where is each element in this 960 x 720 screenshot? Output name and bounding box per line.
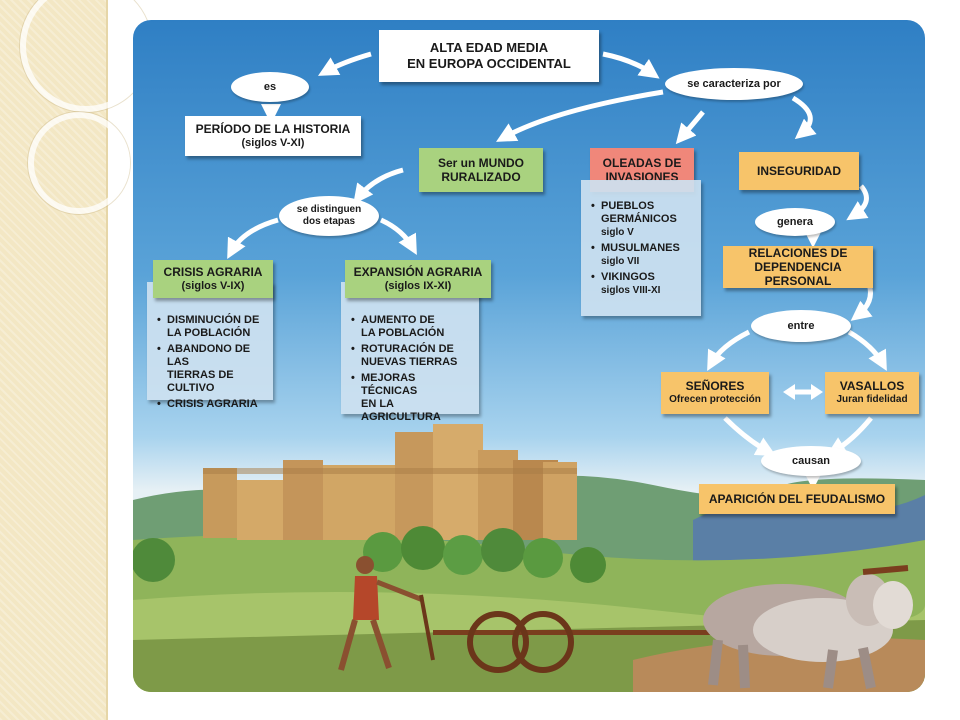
- flow-arrows: [227, 51, 887, 490]
- title-line-1: ALTA EDAD MEDIA: [429, 40, 549, 55]
- mundo-ruralizado-box: Ser un MUNDO RURALIZADO: [419, 148, 543, 192]
- expansion-agraria-box: EXPANSIÓN AGRARIA (siglos IX-XI): [345, 260, 491, 298]
- periodo-box: PERÍODO DE LA HISTORIA (siglos V-XI): [185, 116, 361, 156]
- relaciones-box: RELACIONES DE DEPENDENCIA PERSONAL: [723, 246, 873, 288]
- inseguridad-box: INSEGURIDAD: [739, 152, 859, 190]
- landscape-illustration: [133, 424, 925, 692]
- connector-causan: causan: [761, 446, 861, 476]
- concept-map-slide: ALTA EDAD MEDIA EN EUROPA OCCIDENTAL es …: [133, 20, 925, 692]
- crisis-agraria-box: CRISIS AGRARIA (siglos V-IX): [153, 260, 273, 298]
- title-line-2: EN EUROPA OCCIDENTAL: [407, 56, 571, 71]
- connector-distinguen: se distinguen dos etapas: [279, 196, 379, 236]
- connector-caracteriza: se caracteriza por: [665, 68, 803, 100]
- margin-line: [106, 0, 108, 720]
- vasallos-box: VASALLOS Juran fidelidad: [825, 372, 919, 414]
- connector-es: es: [231, 72, 309, 102]
- main-title-box: ALTA EDAD MEDIA EN EUROPA OCCIDENTAL: [379, 30, 599, 82]
- decorative-ring: [28, 112, 130, 214]
- connector-genera: genera: [755, 208, 835, 236]
- feudalismo-box: APARICIÓN DEL FEUDALISMO: [699, 484, 895, 514]
- senores-box: SEÑORES Ofrecen protección: [661, 372, 769, 414]
- connector-entre: entre: [751, 310, 851, 342]
